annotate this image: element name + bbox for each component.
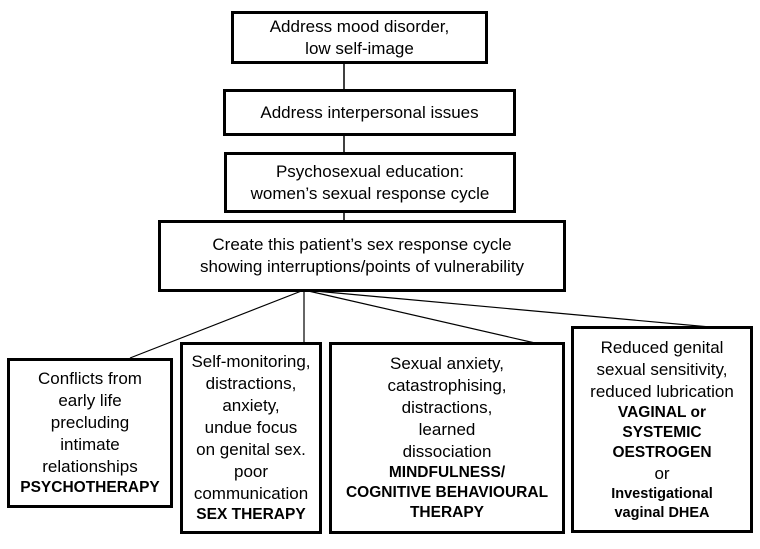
branch-monitoring-treatment: SEX THERAPY [196, 506, 306, 523]
branch-monitoring-line: Self-monitoring, [191, 352, 311, 371]
branch-monitoring-line: on genital sex. [196, 440, 306, 459]
step-response-cycle-line2: showing interruptions/points of vulnerab… [199, 257, 525, 276]
step-mood-disorder-line2: low self-image [305, 38, 414, 58]
connector-to-conflicts [129, 289, 305, 359]
branch-monitoring-line: communication [193, 484, 309, 503]
branch-monitoring-line: poor [233, 462, 269, 481]
branch-anxiety-line: catastrophising, [387, 376, 507, 395]
branch-anxiety-line: dissociation [402, 442, 492, 461]
branch-sensitivity-line: sexual sensitivity, [596, 359, 728, 379]
branch-conflicts-line: precluding [50, 413, 130, 432]
branch-anxiety-line: Sexual anxiety, [389, 354, 505, 373]
branch-sensitivity-box: Reduced genital sexual sensitivity, redu… [571, 326, 753, 533]
branch-sensitivity-line: reduced lubrication [590, 381, 734, 401]
branch-anxiety-treatment: THERAPY [409, 504, 485, 521]
branch-sensitivity-treatment: SYSTEMIC [622, 423, 702, 441]
branch-anxiety-treatment: COGNITIVE BEHAVIOURAL [345, 484, 549, 501]
branch-anxiety-line: learned [418, 420, 476, 439]
step-interpersonal-line1: Address interpersonal issues [260, 102, 479, 122]
branch-monitoring-line: undue focus [204, 418, 298, 437]
branch-monitoring-line: anxiety, [222, 396, 280, 415]
connector-to-anxiety [303, 289, 536, 344]
branch-sensitivity-treatment: OESTROGEN [612, 443, 712, 461]
step-psychosexual-education-box: Psychosexual education: women’s sexual r… [224, 152, 516, 213]
branch-conflicts-line: early life [58, 391, 122, 410]
step-psychosexual-line2: women’s sexual response cycle [250, 183, 490, 203]
branch-anxiety-treatment: MINDFULNESS/ [388, 464, 506, 481]
branch-monitoring-box: Self-monitoring, distractions, anxiety, … [180, 342, 322, 534]
step-mood-disorder-box: Address mood disorder, low self-image [231, 11, 488, 64]
connector-to-sensitivity [303, 289, 711, 328]
branch-anxiety-line: distractions, [401, 398, 493, 417]
branch-sensitivity-alt-treatment: Investigational [611, 485, 713, 502]
branch-sensitivity-line: Reduced genital [600, 337, 724, 357]
step-interpersonal-box: Address interpersonal issues [223, 89, 516, 136]
branch-conflicts-line: relationships [42, 457, 138, 476]
step-psychosexual-line1: Psychosexual education: [275, 161, 465, 181]
branch-sensitivity-treatment: VAGINAL or [617, 403, 707, 421]
branch-sensitivity-alt-treatment: vaginal DHEA [614, 504, 710, 521]
branch-anxiety-box: Sexual anxiety, catastrophising, distrac… [329, 342, 565, 534]
step-mood-disorder-line1: Address mood disorder, [269, 16, 450, 36]
step-response-cycle-line1: Create this patient’s sex response cycle [212, 235, 512, 254]
branch-sensitivity-or: or [654, 463, 670, 483]
branch-conflicts-box: Conflicts from early life precluding int… [7, 358, 173, 508]
step-response-cycle-box: Create this patient’s sex response cycle… [158, 220, 566, 292]
branch-conflicts-treatment: PSYCHOTHERAPY [20, 479, 160, 496]
branch-conflicts-line: intimate [60, 435, 120, 454]
branch-monitoring-line: distractions, [205, 374, 297, 393]
branch-conflicts-line: Conflicts from [38, 369, 142, 388]
